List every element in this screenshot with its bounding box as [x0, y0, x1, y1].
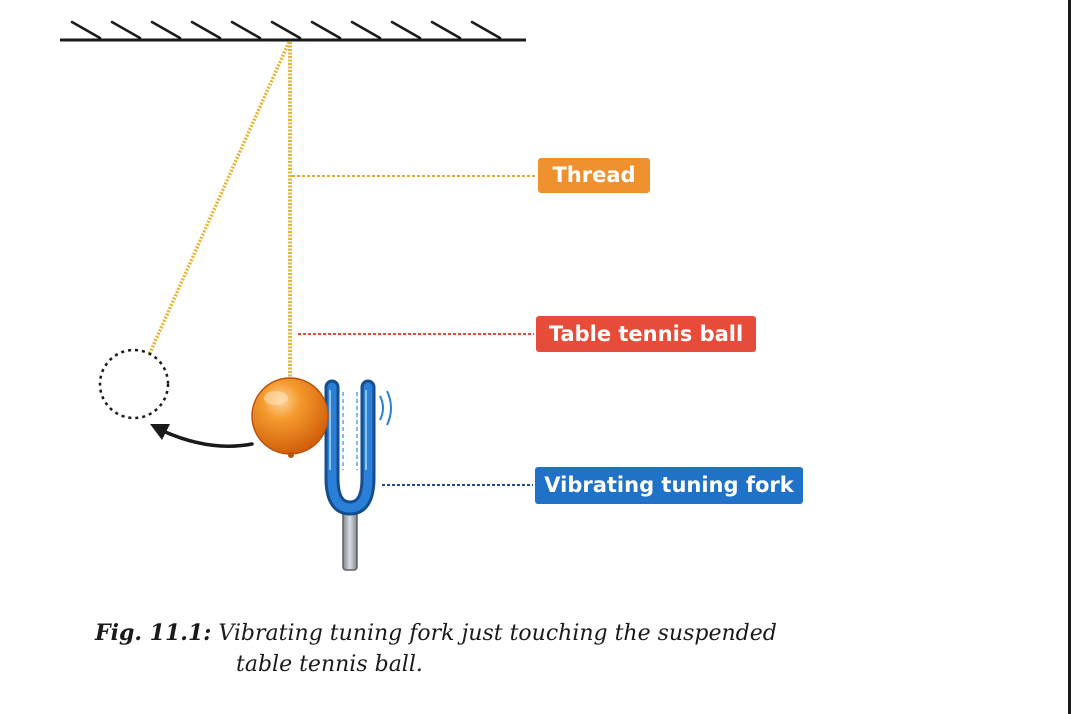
- figure-number: Fig. 11.1:: [95, 620, 212, 646]
- frame-edge: [1068, 0, 1071, 714]
- thread-label: Thread: [538, 158, 650, 193]
- table-tennis-ball-label: Table tennis ball: [536, 316, 756, 352]
- vibration-waves-icon: [379, 390, 392, 426]
- caption-line-1: Vibrating tuning fork just touching the …: [218, 621, 777, 646]
- fixed-support-icon: [60, 20, 526, 42]
- figure-caption: Fig. 11.1: Vibrating tuning fork just to…: [95, 618, 777, 680]
- tuning-fork-label: Vibrating tuning fork: [535, 467, 803, 504]
- tuning-fork-stem: [342, 505, 358, 571]
- curved-arrow-icon: [150, 424, 254, 448]
- displaced-thread: [147, 41, 291, 356]
- table-tennis-ball-icon: [251, 377, 329, 458]
- caption-line-2: table tennis ball.: [236, 652, 423, 677]
- tuning-fork-icon: [324, 379, 376, 516]
- displaced-ball-outline-icon: [98, 348, 170, 420]
